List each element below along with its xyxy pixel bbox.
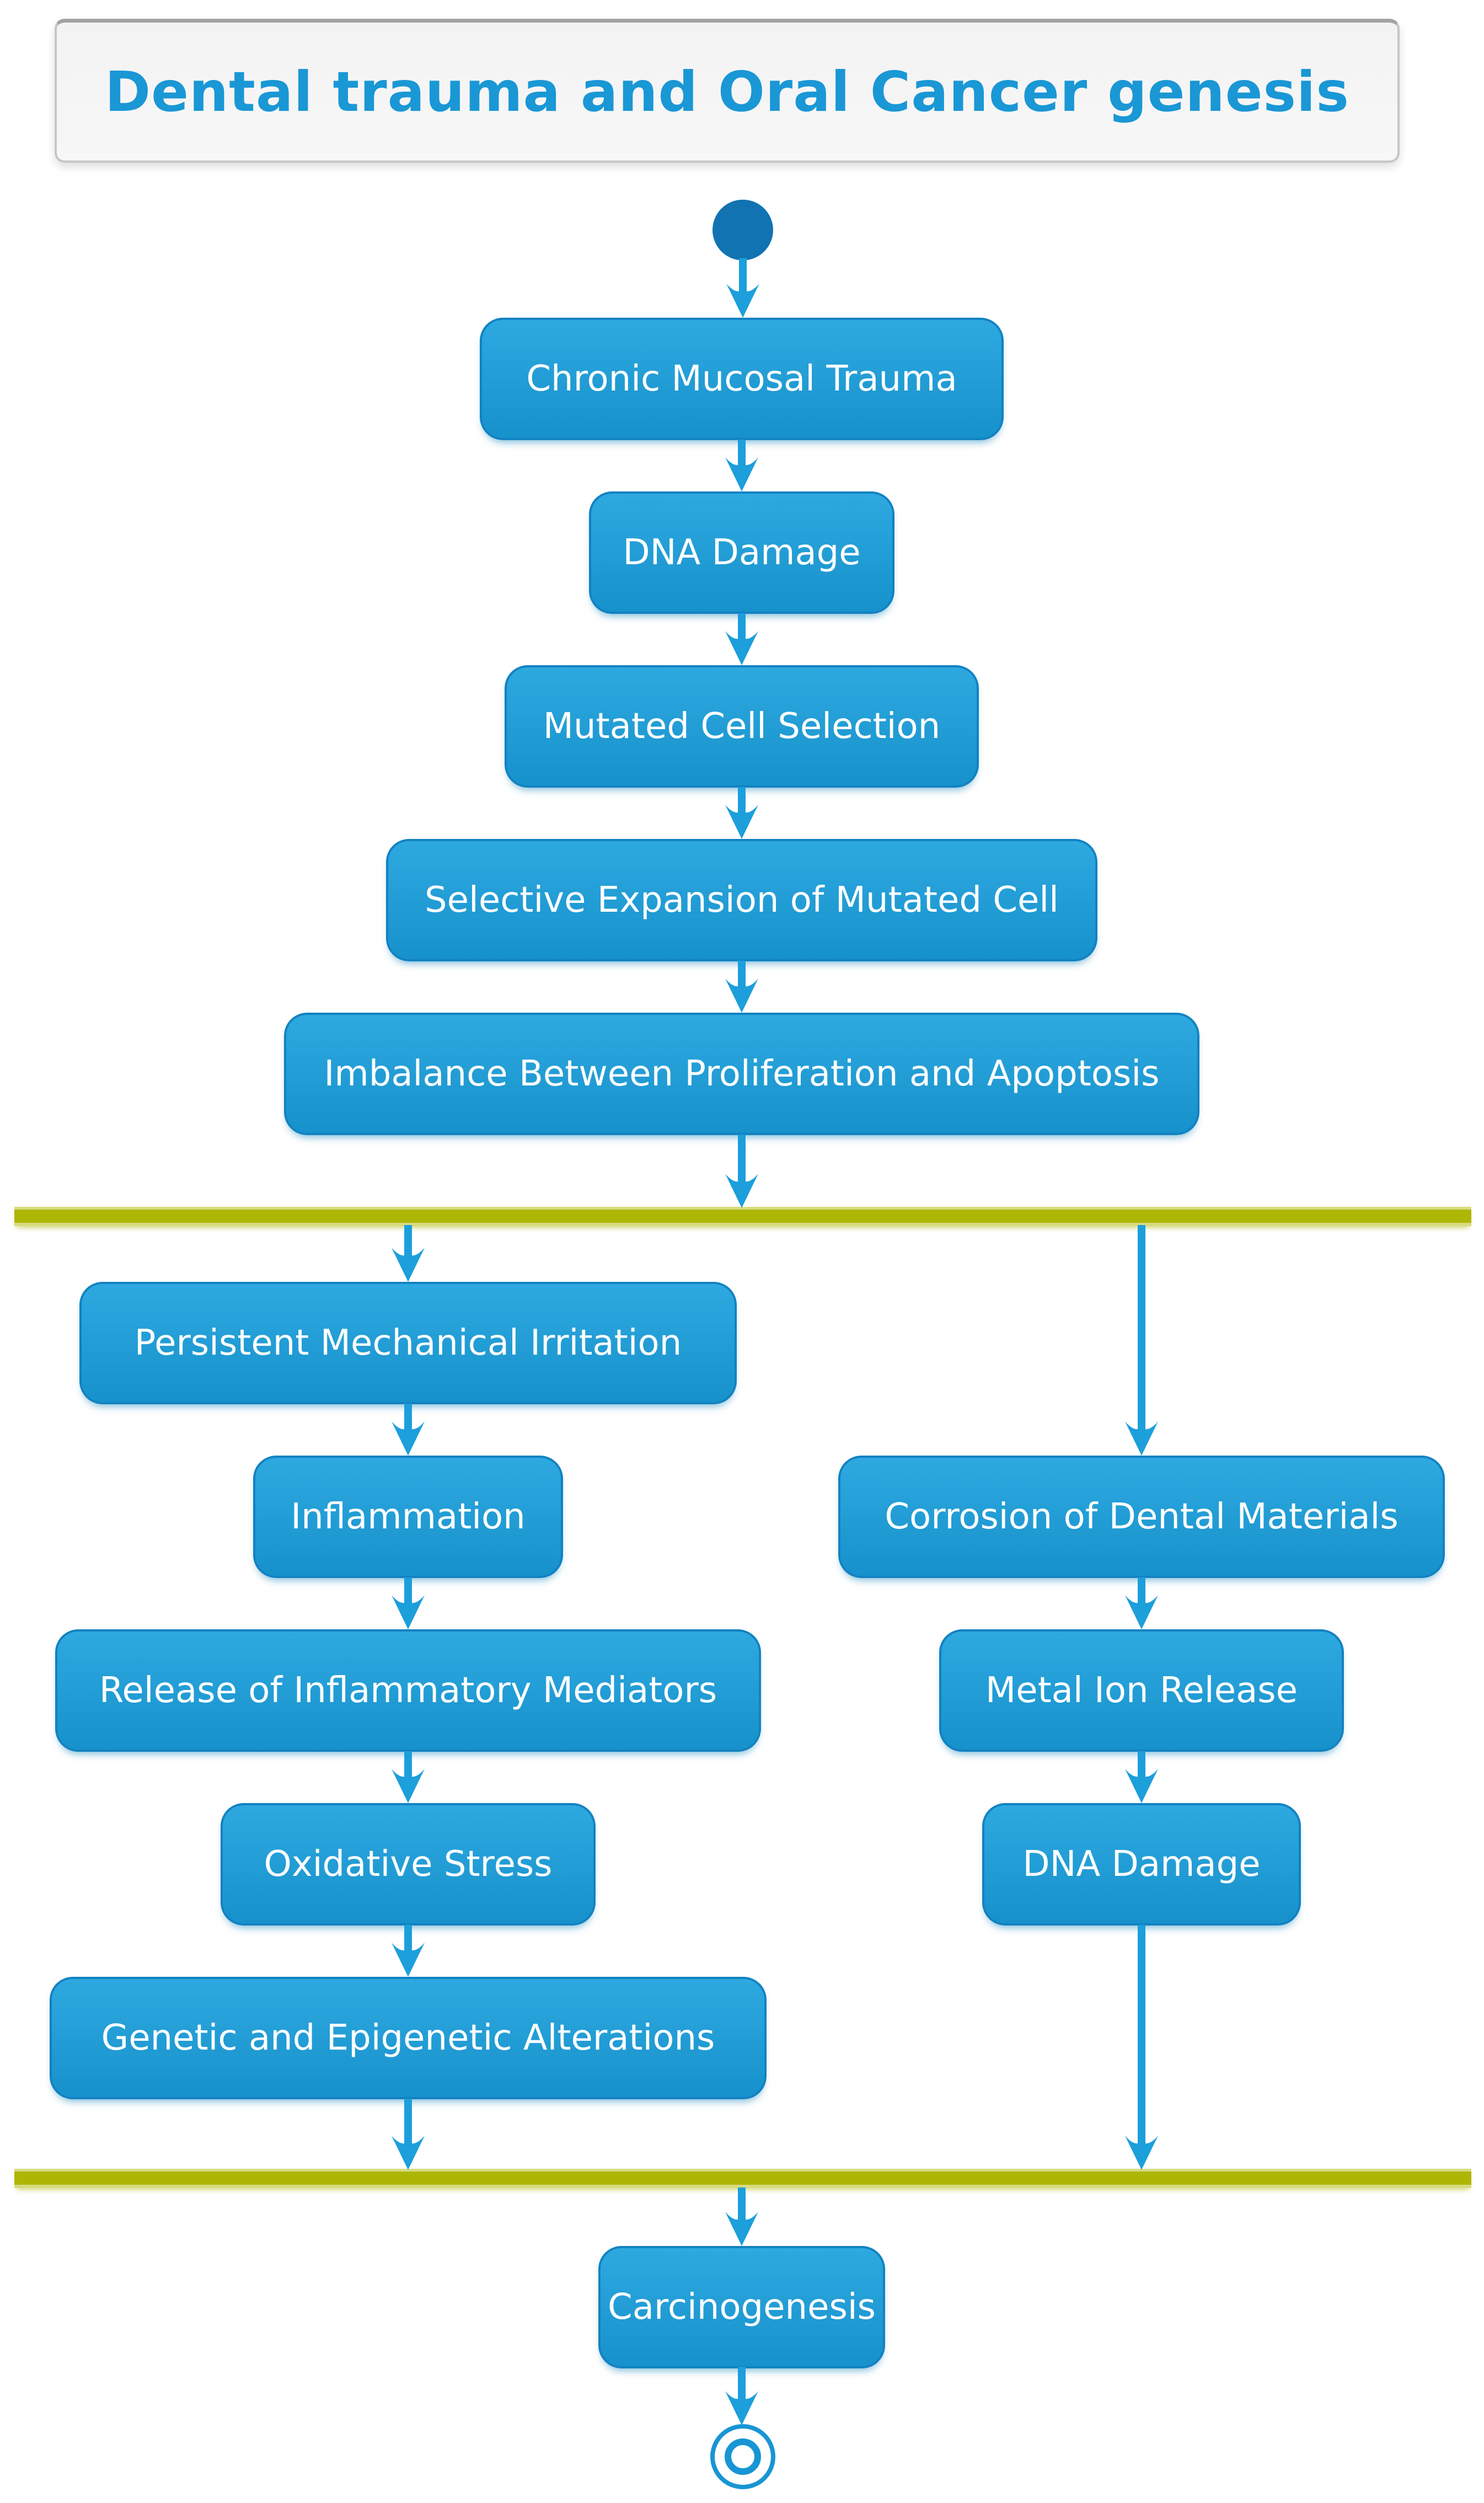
flow-arrow bbox=[392, 2099, 425, 2170]
activity-mutated-cell-selection: Mutated Cell Selection bbox=[505, 665, 979, 788]
activity-label: Oxidative Stress bbox=[264, 1844, 553, 1885]
flow-arrow bbox=[1125, 1225, 1158, 1456]
activity-chronic-mucosal-trauma: Chronic Mucosal Trauma bbox=[480, 318, 1004, 440]
activity-label: DNA Damage bbox=[623, 532, 861, 573]
activity-carcinogenesis: Carcinogenesis bbox=[598, 2246, 885, 2368]
flow-arrow bbox=[1125, 1577, 1158, 1629]
activity-label: Persistent Mechanical Irritation bbox=[134, 1323, 682, 1363]
activity-selective-expansion: Selective Expansion of Mutated Cell bbox=[386, 839, 1097, 961]
activity-label: Genetic and Epigenetic Alterations bbox=[101, 2018, 715, 2058]
activity-label: Corrosion of Dental Materials bbox=[885, 1496, 1399, 1537]
activity-label: Metal Ion Release bbox=[985, 1670, 1298, 1711]
activity-label: DNA Damage bbox=[1022, 1844, 1261, 1885]
flow-arrow bbox=[725, 613, 758, 665]
activity-label: Mutated Cell Selection bbox=[543, 706, 941, 747]
flow-arrow bbox=[1125, 1751, 1158, 1803]
activity-label: Chronic Mucosal Trauma bbox=[526, 359, 957, 399]
start-node bbox=[712, 200, 773, 260]
flow-arrow bbox=[725, 961, 758, 1013]
flow-arrow bbox=[392, 1404, 425, 1456]
diagram-title: Dental trauma and Oral Cancer genesis bbox=[105, 59, 1349, 124]
flow-arrow bbox=[725, 2188, 758, 2246]
flow-arrow bbox=[392, 1577, 425, 1629]
flow-arrow bbox=[725, 787, 758, 839]
flow-arrow bbox=[726, 258, 759, 318]
flow-arrow bbox=[725, 440, 758, 491]
flow-arrow bbox=[725, 2367, 758, 2425]
end-node bbox=[710, 2424, 775, 2489]
activity-imbalance-proliferation-apoptosis: Imbalance Between Proliferation and Apop… bbox=[284, 1013, 1199, 1135]
flow-arrow bbox=[392, 1751, 425, 1803]
activity-dna-damage-right: DNA Damage bbox=[982, 1803, 1301, 1926]
activity-corrosion-dental-materials: Corrosion of Dental Materials bbox=[838, 1456, 1445, 1578]
end-node-inner-ring bbox=[725, 2438, 761, 2475]
activity-oxidative-stress: Oxidative Stress bbox=[221, 1803, 596, 1926]
activity-dna-damage-main: DNA Damage bbox=[589, 491, 894, 614]
activity-persistent-mechanical-irritation: Persistent Mechanical Irritation bbox=[79, 1282, 737, 1404]
join-bar bbox=[14, 2169, 1471, 2188]
flow-arrow bbox=[392, 1225, 425, 1282]
activity-label: Imbalance Between Proliferation and Apop… bbox=[324, 1053, 1160, 1094]
activity-release-inflammatory-mediators: Release of Inflammatory Mediators bbox=[55, 1629, 761, 1752]
activity-inflammation: Inflammation bbox=[253, 1456, 563, 1578]
activity-label: Release of Inflammatory Mediators bbox=[99, 1670, 717, 1711]
flow-arrow bbox=[392, 1925, 425, 1977]
activity-label: Selective Expansion of Mutated Cell bbox=[425, 880, 1059, 921]
activity-label: Inflammation bbox=[291, 1496, 526, 1537]
diagram-title-box: Dental trauma and Oral Cancer genesis bbox=[55, 19, 1400, 163]
fork-bar bbox=[14, 1207, 1471, 1226]
flow-arrow bbox=[1125, 1925, 1158, 2170]
activity-metal-ion-release: Metal Ion Release bbox=[939, 1629, 1344, 1752]
activity-genetic-epigenetic-alterations: Genetic and Epigenetic Alterations bbox=[50, 1977, 767, 2099]
activity-label: Carcinogenesis bbox=[608, 2287, 876, 2328]
flow-arrow bbox=[725, 1135, 758, 1208]
